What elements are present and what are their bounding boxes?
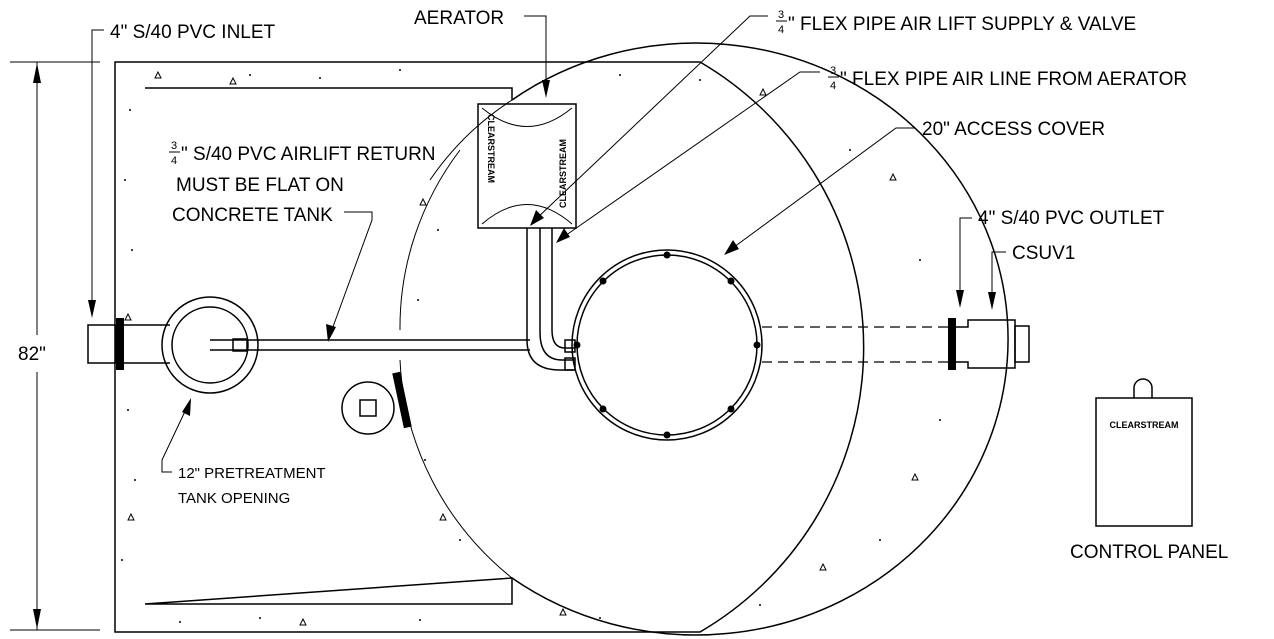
aerobic-chamber-wall <box>511 42 1009 636</box>
aerator-brand-right: CLEARSTREAM <box>558 139 568 208</box>
airline-frac-den: 4 <box>830 80 836 92</box>
airline-label-group: 3 4 " FLEX PIPE AIR LINE FROM AERATOR <box>828 65 1187 92</box>
inlet-pipe <box>87 318 148 370</box>
inlet-label: 4" S/40 PVC INLET <box>110 22 276 43</box>
return-label-group: 3 4 " S/40 PVC AIRLIFT RETURN MUST BE FL… <box>169 140 436 226</box>
divider-arc <box>429 99 513 181</box>
leader-lines <box>88 15 1006 473</box>
return-label-1: " S/40 PVC AIRLIFT RETURN <box>181 144 436 165</box>
supply-frac-num: 3 <box>778 9 784 21</box>
return-label-3: CONCRETE TANK <box>172 205 333 226</box>
pretreatment-opening <box>148 296 530 394</box>
supply-label: " FLEX PIPE AIR LIFT SUPPLY & VALVE <box>788 14 1136 35</box>
pretreatment-label-2: TANK OPENING <box>178 490 290 507</box>
outlet-label: 4" S/40 PVC OUTLET <box>978 208 1165 229</box>
return-frac-den: 4 <box>171 155 177 167</box>
control-panel: CLEARSTREAM <box>1095 378 1193 527</box>
airline-label: " FLEX PIPE AIR LINE FROM AERATOR <box>840 69 1187 90</box>
dimension-label: 82" <box>18 344 46 365</box>
aerator-label: AERATOR <box>414 8 504 29</box>
csuv1-label: CSUV1 <box>1012 243 1075 264</box>
dimension-82: 82" <box>10 61 100 631</box>
tank-outer-wall <box>114 61 865 633</box>
control-panel-brand: CLEARSTREAM <box>1110 420 1179 430</box>
supply-frac-den: 4 <box>778 24 784 36</box>
tank-inner-wall <box>144 87 513 605</box>
control-panel-label: CONTROL PANEL <box>1070 542 1228 563</box>
valve-fitting <box>341 371 412 435</box>
access-cover-label: 20" ACCESS COVER <box>922 119 1105 140</box>
aerator-unit: CLEARSTREAM CLEARSTREAM <box>477 103 577 229</box>
supply-label-group: 3 4 " FLEX PIPE AIR LIFT SUPPLY & VALVE <box>776 9 1136 36</box>
return-frac-num: 3 <box>171 140 177 152</box>
pretreatment-label-1: 12" PRETREATMENT <box>178 465 326 482</box>
airline-frac-num: 3 <box>830 65 836 77</box>
aerator-brand-left: CLEARSTREAM <box>486 114 496 183</box>
concrete-stipple <box>121 69 941 626</box>
outlet-pipe-dashed <box>762 318 956 370</box>
return-label-2: MUST BE FLAT ON <box>176 175 344 196</box>
csuv1-fitting <box>956 319 1030 369</box>
access-cover <box>571 249 763 441</box>
air-lines <box>526 228 576 371</box>
